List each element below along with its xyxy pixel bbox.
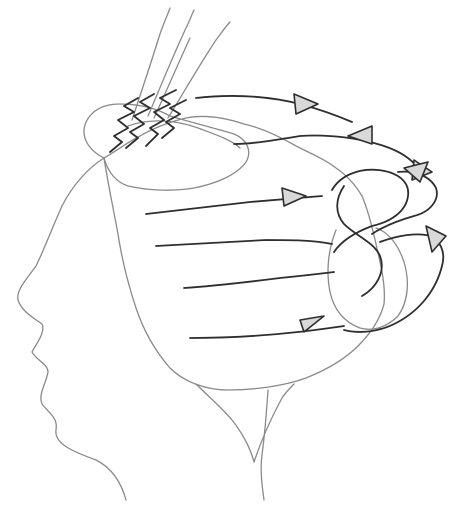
sketch-line-upper-1	[132, 8, 170, 120]
wrap-loop-right-2	[344, 234, 443, 332]
guide-layer	[110, 90, 443, 338]
front-hair-inner	[128, 121, 240, 148]
wrap-line-front	[234, 135, 418, 168]
collar-outline-right	[254, 384, 294, 462]
zigzag-section-1	[110, 98, 138, 152]
outline-layer	[18, 8, 408, 500]
wrap-line-mid-3	[184, 272, 334, 288]
arrow-icon-mid	[282, 188, 306, 206]
hair-outer-contour	[104, 116, 384, 390]
wrap-curl-top	[332, 170, 408, 252]
face-profile-outline	[18, 158, 126, 500]
wrap-line-mid-2	[156, 240, 332, 246]
arrow-icon-loop-right	[426, 226, 446, 252]
front-hair-section	[84, 104, 249, 190]
collar-outline	[196, 384, 254, 462]
wrap-line-low	[190, 326, 344, 338]
arrow-icon-front	[348, 126, 372, 144]
sketch-line-upper-2	[148, 10, 194, 116]
neck-outline	[261, 390, 268, 500]
bun-section-outline	[328, 228, 407, 329]
arrow-icon-top	[294, 94, 318, 114]
arrow-icon-bun-top	[404, 162, 428, 182]
